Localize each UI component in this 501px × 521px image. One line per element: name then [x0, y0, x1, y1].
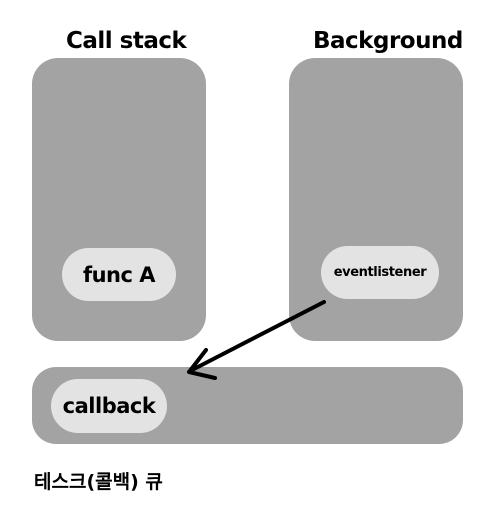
background-item-eventlistener: eventlistener [321, 246, 439, 299]
call-stack-item-func-a: func A [62, 248, 176, 301]
background-title: Background [313, 28, 463, 54]
task-queue-item-callback: callback [51, 379, 167, 433]
call-stack-title: Call stack [66, 28, 187, 54]
task-queue-label: 테스크(콜백) 큐 [34, 471, 163, 493]
